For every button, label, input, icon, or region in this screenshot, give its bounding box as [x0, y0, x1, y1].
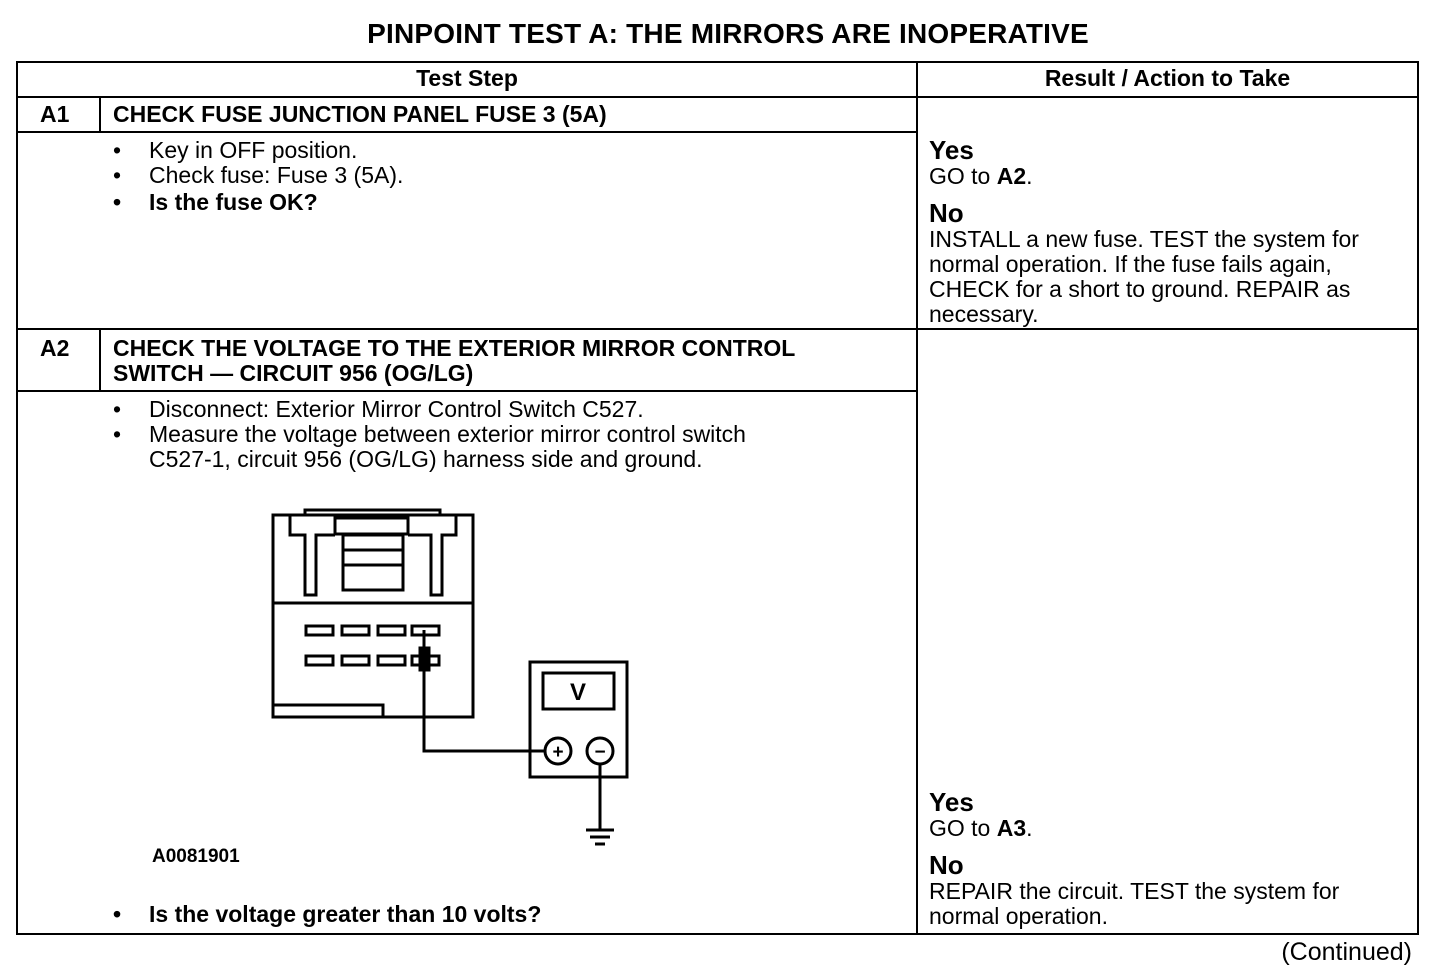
- meter-minus: −: [594, 742, 605, 763]
- a1-no-label: No: [929, 198, 964, 228]
- continued-label: (Continued): [1281, 938, 1412, 966]
- list-item: •Is the fuse OK?: [113, 189, 318, 215]
- a1-no-line: INSTALL a new fuse. TEST the system for: [929, 226, 1359, 252]
- a1-yes-text: GO to A2.: [929, 163, 1033, 189]
- a2-heading-divider: [16, 390, 918, 392]
- figure-id: A0081901: [152, 846, 240, 867]
- a1-no-line: CHECK for a short to ground. REPAIR as: [929, 276, 1351, 302]
- a2-result: Yes GO to A3. No REPAIR the circuit. TES…: [929, 788, 1339, 929]
- a2-no-line: normal operation.: [929, 903, 1108, 929]
- a2-no-label: No: [929, 850, 964, 880]
- a2-no-line: REPAIR the circuit. TEST the system for: [929, 878, 1340, 904]
- a1-no-line: normal operation. If the fuse fails agai…: [929, 251, 1332, 277]
- list-item: •Is the voltage greater than 10 volts?: [113, 901, 542, 927]
- a2-step-id: A2: [40, 335, 70, 361]
- a1-no-line: necessary.: [929, 301, 1039, 327]
- connector-c527-icon: [271, 508, 475, 719]
- a2-bullet-list: •Disconnect: Exterior Mirror Control Swi…: [113, 397, 746, 472]
- a2-heading-line2: SWITCH — CIRCUIT 956 (OG/LG): [113, 360, 474, 386]
- list-item: •Measure the voltage between exterior mi…: [113, 421, 746, 447]
- a1-result: Yes GO to A2. No INSTALL a new fuse. TES…: [929, 136, 1359, 327]
- list-item: C527-1, circuit 956 (OG/LG) harness side…: [149, 446, 703, 472]
- a1-yes-label: Yes: [929, 135, 974, 165]
- a1-heading: CHECK FUSE JUNCTION PANEL FUSE 3 (5A): [113, 101, 607, 127]
- a2-yes-label: Yes: [929, 787, 974, 817]
- a1-bullet-list: •Key in OFF position. •Check fuse: Fuse …: [113, 138, 403, 215]
- a2-question-list: •Is the voltage greater than 10 volts?: [113, 902, 541, 927]
- meter-plus: +: [552, 742, 563, 763]
- a1-step-id: A1: [40, 101, 70, 127]
- a1-id-divider: [99, 96, 101, 133]
- a1-heading-divider: [16, 131, 918, 133]
- a2-id-divider: [99, 328, 101, 391]
- column-divider: [916, 61, 918, 935]
- list-item: •Key in OFF position.: [113, 137, 358, 163]
- list-item: •Check fuse: Fuse 3 (5A).: [113, 162, 404, 188]
- header-test-step: Test Step: [416, 65, 518, 91]
- list-item: •Disconnect: Exterior Mirror Control Swi…: [113, 396, 644, 422]
- pinpoint-table: [16, 61, 1419, 935]
- ground-symbol-icon: [586, 764, 614, 846]
- header-result: Result / Action to Take: [1044, 65, 1291, 91]
- a2-heading-line1: CHECK THE VOLTAGE TO THE EXTERIOR MIRROR…: [113, 335, 796, 361]
- test-probe-icon: [418, 630, 545, 753]
- a2-yes-text: GO to A3.: [929, 815, 1033, 841]
- row-divider: [16, 328, 1419, 330]
- header-divider: [16, 96, 1419, 98]
- page-title: PINPOINT TEST A: THE MIRRORS ARE INOPERA…: [367, 18, 1089, 49]
- meter-symbol: V: [570, 679, 586, 706]
